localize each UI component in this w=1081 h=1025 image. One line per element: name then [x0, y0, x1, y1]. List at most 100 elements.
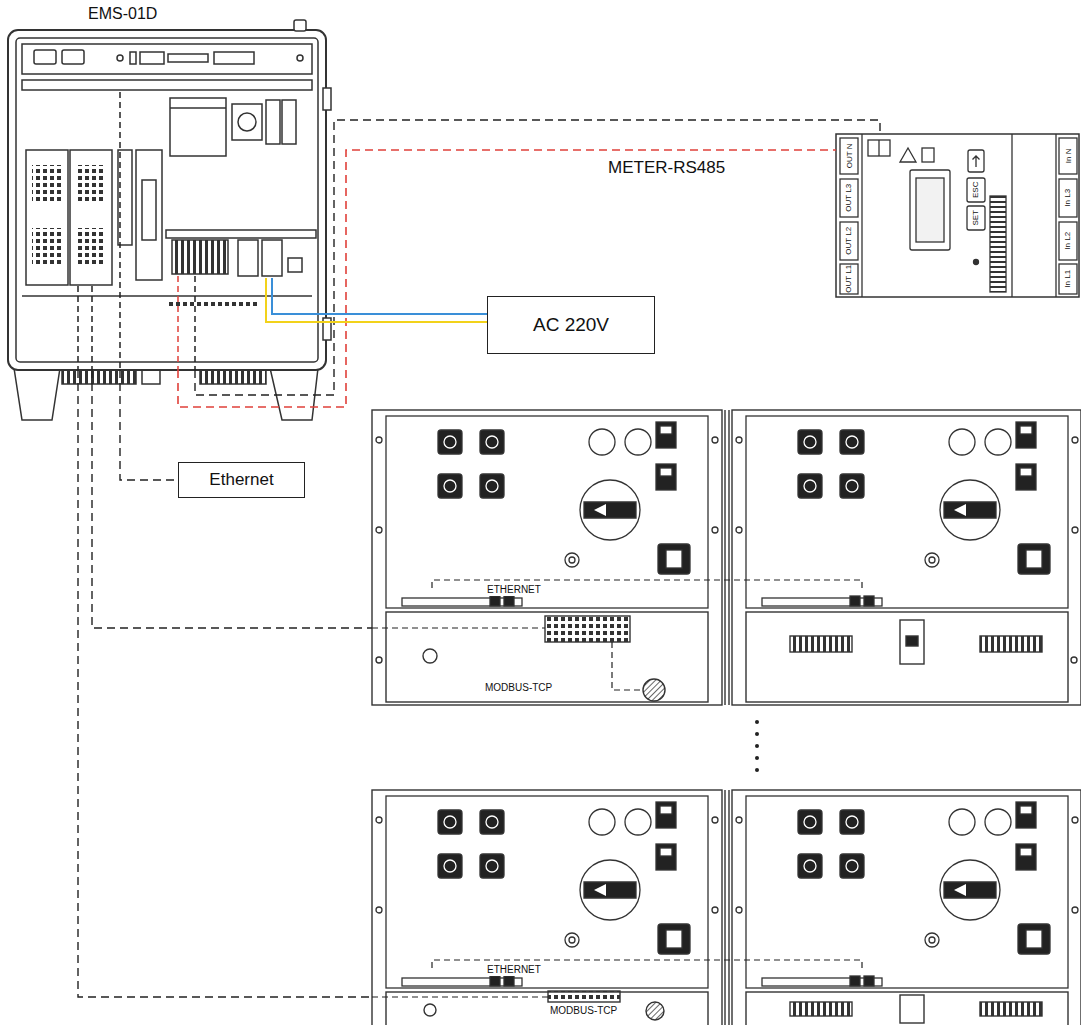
cabinet-title: EMS-01D [88, 4, 157, 23]
ems-cabinet-drawing [70, 150, 112, 285]
ems-cabinet-drawing [32, 228, 62, 264]
battery-rack-drawing [376, 416, 718, 608]
battery-rack-drawing [424, 1004, 436, 1016]
terminal-label: OUT L1 [844, 265, 854, 293]
ems-cabinet-drawing [22, 295, 312, 297]
battery-rack-drawing [736, 796, 1078, 988]
terminal-label: OUT L3 [844, 184, 854, 212]
battery-rack-drawing [423, 649, 437, 663]
modbus-cable [78, 370, 372, 997]
battery-rack-drawing [728, 410, 729, 705]
terminal-label: In L1 [1063, 270, 1073, 288]
energy-meter-drawing [1059, 179, 1077, 217]
ems-cabinet-drawing [282, 100, 296, 144]
port-label: ETHERNET [485, 584, 543, 596]
ems-cabinet-drawing [8, 20, 331, 420]
battery-rack-drawing [376, 796, 718, 988]
port-label: MODBUS-TCP [483, 682, 554, 694]
energy-meter-drawing [973, 156, 980, 167]
energy-meter-drawing [1011, 134, 1012, 297]
battery-rack-drawing [372, 790, 722, 1025]
energy-meter-drawing [868, 140, 890, 156]
port-label: MODBUS-TCP [548, 1005, 619, 1017]
ethernet-link-wire [372, 580, 862, 690]
ems-cabinet-drawing [62, 50, 84, 64]
energy-meter-drawing [840, 138, 858, 174]
terminal-label: OUT N [844, 143, 854, 168]
battery-rack-drawing [1071, 657, 1077, 663]
energy-meter-drawing [916, 178, 944, 242]
modbus-cable [78, 370, 372, 997]
ems-cabinet-drawing [214, 52, 254, 64]
battery-rack-drawing [732, 410, 1081, 705]
cabinet-internal-wiring [194, 276, 196, 370]
ems-cabinet-drawing [168, 300, 258, 308]
ems-cabinet-drawing [76, 165, 106, 201]
ethernet-link-wire [612, 642, 643, 690]
energy-meter-drawing [968, 150, 984, 172]
ems-cabinet-drawing [200, 370, 266, 384]
battery-rack: ETHERNET MODBUS-TCP [372, 410, 1081, 705]
power-cable [326, 313, 487, 315]
cabinet-internal-wiring [91, 286, 93, 370]
battery-rack-drawing [736, 416, 1078, 608]
energy-meter-drawing [840, 222, 858, 260]
battery-rack-drawing [906, 636, 918, 646]
cabinet-internal-wiring [78, 92, 326, 370]
ems-cabinet-drawing [166, 230, 316, 238]
ems-cabinet-drawing [136, 150, 162, 280]
terminal-label: SET [971, 210, 981, 226]
terminal-label: In L2 [1063, 232, 1073, 250]
ems-cabinet-drawing [323, 88, 331, 110]
box-label: Ethernet [209, 470, 273, 490]
cable-label: METER-RS485 [606, 158, 727, 178]
modbus-cable [92, 370, 372, 628]
ems-cabinet-drawing [266, 100, 280, 144]
energy-meter-drawing [1055, 134, 1056, 297]
ems-cabinet-drawing [270, 368, 318, 420]
energy-meter: OUT NOUT L3OUT L2OUT L1ESCSETIn NIn L3In… [836, 134, 1079, 297]
terminal-label: In N [1063, 148, 1073, 163]
energy-meter-drawing [861, 134, 862, 297]
energy-meter-drawing [836, 134, 1079, 297]
ems-cabinet-drawing [170, 98, 226, 156]
ems-cabinet-drawing [262, 240, 282, 276]
power-source-box: AC 220V [487, 296, 655, 354]
ethernet-link-wire [372, 627, 545, 628]
port-label: ETHERNET [485, 964, 543, 976]
ethernet-cable [120, 370, 178, 480]
continuation-dots [755, 768, 759, 772]
ems-cabinet-drawing [172, 240, 228, 274]
ems-cabinet-drawing [170, 107, 226, 109]
ems-cabinet-drawing [232, 104, 262, 140]
terminal-label: ESC [971, 182, 981, 198]
ems-cabinet-drawing [168, 54, 208, 62]
ems-cabinet-drawing [288, 258, 302, 272]
energy-meter-drawing [910, 170, 950, 250]
battery-rack-drawing [746, 612, 1068, 702]
rs485-cable [178, 150, 836, 407]
continuation-dots [755, 720, 759, 724]
ems-cabinet-drawing [117, 55, 123, 61]
ems-cabinet-drawing [26, 150, 68, 285]
ems-cabinet: EMS-01D [8, 30, 326, 370]
ems-cabinet-drawing [34, 50, 56, 64]
cabinet-internal-wiring [272, 278, 326, 314]
ems-cabinet-drawing [142, 370, 160, 384]
power-cable [326, 314, 487, 322]
cabinet-internal-wiring [177, 276, 179, 370]
rs485-cable [178, 150, 836, 407]
ems-cabinet-drawing [238, 113, 256, 131]
cabinet-internal-wiring [119, 92, 121, 370]
meter-cable [195, 120, 880, 395]
power-cable [326, 321, 487, 323]
ems-cabinet-drawing [14, 368, 60, 420]
ethernet-cable [120, 370, 178, 480]
meter-cable [195, 120, 880, 395]
energy-meter-drawing [1059, 222, 1077, 260]
battery-rack-drawing [980, 636, 1042, 652]
network-box: Ethernet [178, 462, 305, 498]
